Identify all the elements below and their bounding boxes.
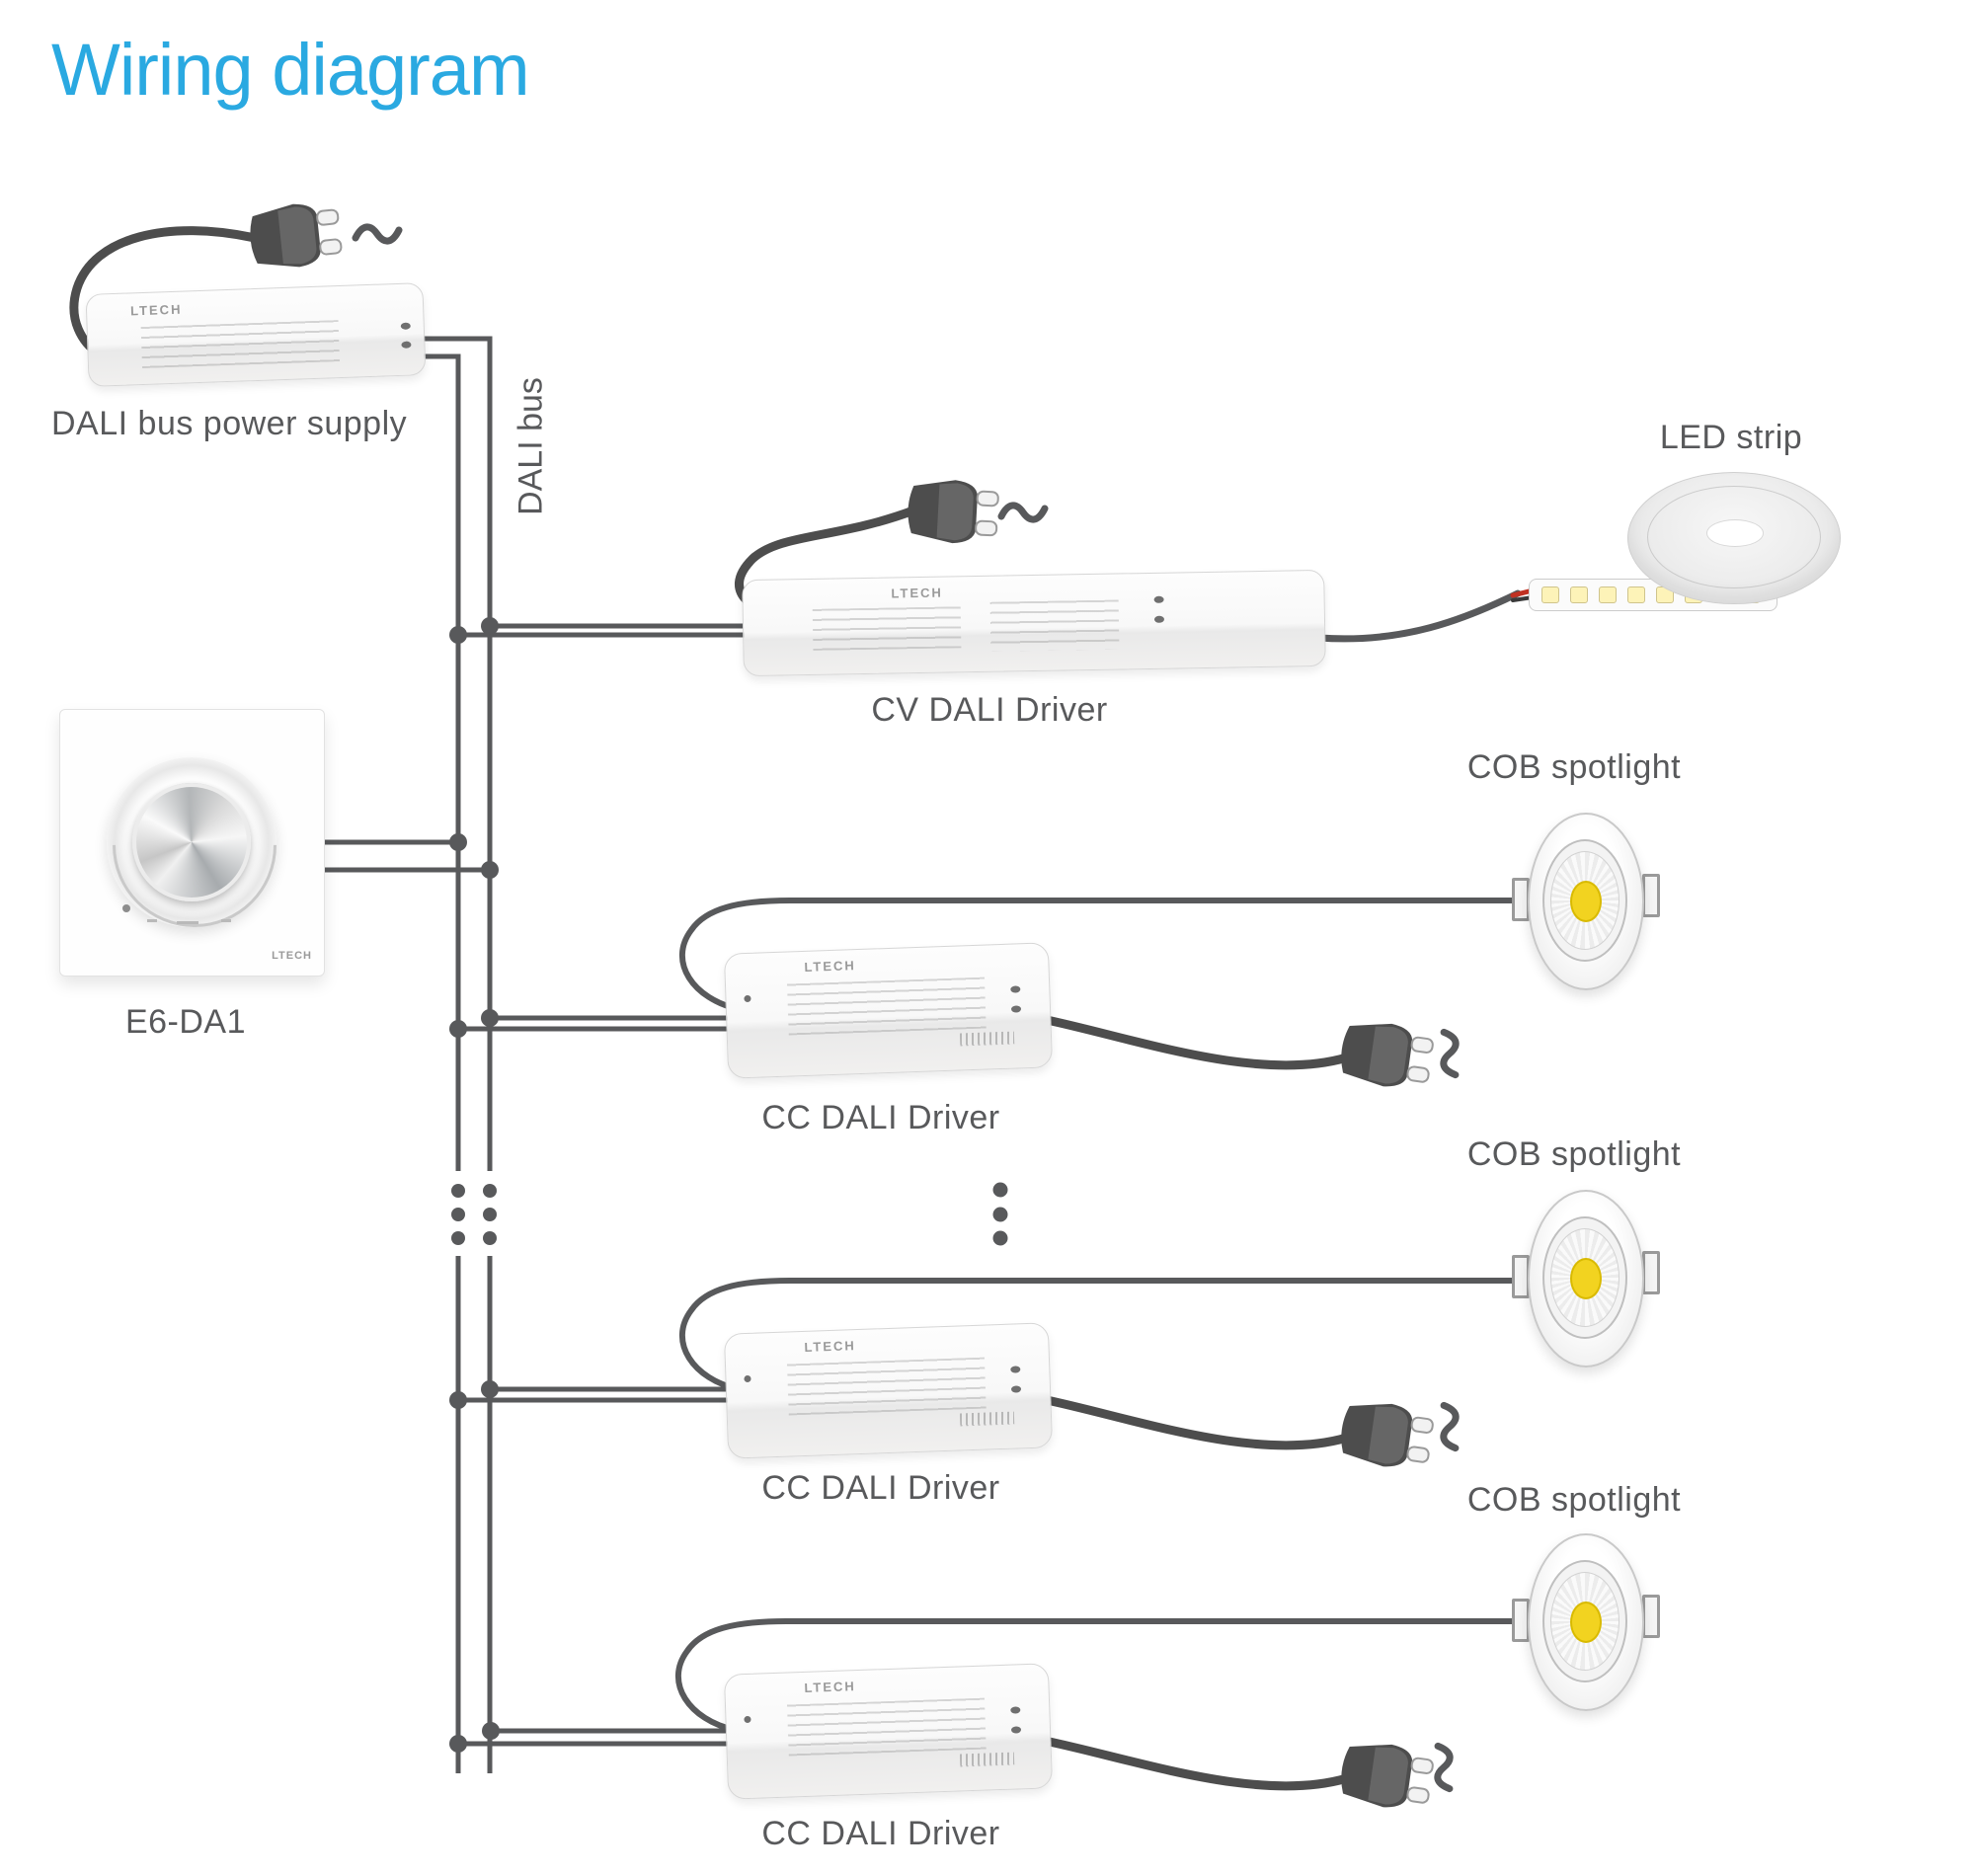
terminal-screw [1010, 1726, 1022, 1734]
led-chip [1599, 586, 1617, 603]
mounting-clip [1642, 1595, 1660, 1638]
label-print [989, 599, 1120, 652]
cc-dali-driver-3: LTECH [723, 1663, 1054, 1800]
e6-da1-dimmer-panel: LTECH [59, 709, 325, 977]
knob-arc-dot [122, 904, 130, 912]
brand-logo: LTECH [272, 950, 312, 962]
bus-ellipsis-icon [451, 1184, 497, 1245]
led-strip-coil-hole [1706, 519, 1764, 547]
terminal-screw [1153, 595, 1164, 603]
ac-wave-icon [1435, 1745, 1453, 1789]
terminal-screw [1153, 615, 1165, 623]
label-print [786, 1697, 987, 1757]
brand-logo: LTECH [129, 301, 183, 319]
ac-wave-icon [1001, 506, 1045, 519]
cob-spotlight-2-label: COB spotlight [1466, 1135, 1682, 1173]
cv-plug-icon [905, 476, 1000, 547]
cc-dali-driver-1: LTECH [723, 942, 1054, 1079]
brand-logo: LTECH [804, 958, 857, 975]
cc-dali-driver-2: LTECH [723, 1322, 1054, 1459]
label-barcode [959, 1411, 1015, 1427]
ac-wave-icon [356, 227, 399, 241]
dimmer-model-label: E6-DA1 [124, 1003, 247, 1041]
ac-wave-icon [1441, 1404, 1459, 1448]
terminal-screw [1010, 1385, 1022, 1393]
label-print [140, 320, 340, 369]
terminal-screw [1010, 985, 1021, 993]
terminal-screw [1010, 1706, 1021, 1714]
cc2-plug-icon [1336, 1396, 1436, 1474]
terminal-screw [744, 994, 751, 1003]
cc-driver-3-label: CC DALI Driver [761, 1815, 1000, 1852]
cc1-plug-icon [1336, 1016, 1436, 1094]
cc-driver-2-label: CC DALI Driver [761, 1469, 1000, 1507]
led-chip [1570, 586, 1588, 603]
cv-dali-driver: LTECH [742, 569, 1326, 677]
cv-driver-label: CV DALI Driver [871, 691, 1108, 729]
label-print [812, 606, 962, 651]
led-chip [1627, 586, 1645, 603]
dali-bus-lines [405, 336, 493, 1773]
brand-logo: LTECH [804, 1679, 857, 1695]
dali-bus-power-supply: LTECH [85, 282, 427, 387]
psu-plug-icon [246, 198, 345, 274]
cc-driver-1-label: CC DALI Driver [761, 1099, 1000, 1136]
led-strip [1501, 454, 1866, 627]
terminal-screw [400, 322, 411, 330]
cob-spotlight-3-label: COB spotlight [1466, 1481, 1682, 1519]
power-cords [69, 226, 1352, 1791]
cob-spotlight-3 [1512, 1533, 1660, 1711]
cob-spotlight-1-label: COB spotlight [1466, 748, 1682, 786]
cob-led-chip [1570, 1258, 1602, 1299]
spotlight-wires [674, 898, 1514, 1733]
rotary-knob [132, 783, 251, 901]
panel-tick [221, 919, 231, 922]
panel-tick [177, 921, 198, 924]
terminal-screw [401, 341, 412, 349]
led-chip [1541, 586, 1559, 603]
led-strip-coil-ring [1647, 486, 1821, 588]
branch-wires [323, 623, 760, 1747]
panel-tick [147, 919, 157, 922]
page-title: Wiring diagram [51, 29, 530, 111]
label-barcode [959, 1031, 1015, 1047]
label-barcode [959, 1752, 1015, 1767]
drivers-ellipsis-icon [992, 1182, 1008, 1246]
cob-spotlight-2 [1512, 1190, 1660, 1368]
brand-logo: LTECH [804, 1338, 857, 1355]
mounting-clip [1642, 874, 1660, 917]
cob-spotlight-1 [1512, 813, 1660, 990]
label-print [786, 1357, 987, 1416]
label-print [786, 977, 987, 1036]
power-supply-label: DALI bus power supply [51, 405, 408, 442]
terminal-screw [1010, 1366, 1021, 1373]
junction-dots [449, 617, 500, 1753]
terminal-screw [744, 1715, 751, 1724]
brand-logo: LTECH [891, 585, 943, 601]
terminal-screw [744, 1374, 751, 1383]
ac-wave-icon [1441, 1031, 1459, 1075]
cc3-plug-icon [1336, 1737, 1436, 1815]
led-strip-label: LED strip [1659, 419, 1803, 456]
cob-led-chip [1570, 1602, 1602, 1643]
terminal-screw [1010, 1005, 1022, 1013]
cob-led-chip [1570, 881, 1602, 922]
mounting-clip [1642, 1251, 1660, 1294]
